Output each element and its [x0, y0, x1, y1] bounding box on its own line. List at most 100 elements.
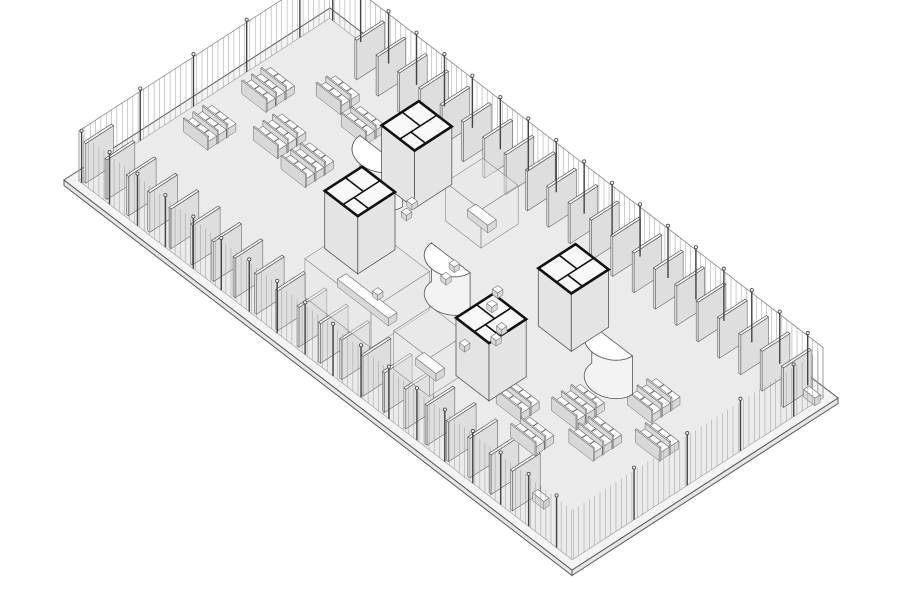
workstation-12-screen-top [519, 416, 547, 437]
office-back-wall-top [780, 347, 812, 369]
column-back-cap [470, 73, 475, 78]
workstation-7-screen-side-b [594, 402, 597, 418]
office-front-wall-top [509, 451, 541, 472]
workstation-9-screen-top [577, 422, 605, 443]
column-front-cap [303, 300, 308, 305]
column-front-cap [498, 450, 503, 455]
column-front-cap [247, 257, 252, 262]
core-north-outline [379, 99, 455, 153]
column-back-cap [777, 309, 782, 314]
workstation-1-screen-side-b [275, 91, 278, 107]
workstation-1-screen-side-b [265, 98, 268, 113]
column-front-cap [275, 278, 280, 283]
office-back-wall-top [524, 151, 556, 172]
workstation-5-screen-top [350, 106, 377, 127]
workstation-5-screen-top [340, 112, 368, 133]
core-south-divider-1 [473, 307, 512, 333]
lounge-seat-4-top [440, 271, 452, 280]
office-back-wall-top [716, 298, 748, 320]
column-left-cap [191, 52, 196, 57]
lounge-seat-3-top [448, 259, 461, 268]
core-north-divider-3 [410, 131, 427, 145]
workstation-1-screen-top [241, 79, 268, 100]
core-east-divider-2 [558, 254, 578, 270]
column-front-cap [135, 171, 140, 176]
lounge-seat-10-top [372, 287, 384, 296]
column-back-cap [526, 116, 531, 121]
workstation-7-screen-side-b [585, 408, 587, 424]
office-back-wall-top [439, 85, 471, 107]
workstation-3-screen-top [325, 75, 352, 96]
column-front-cap [554, 493, 559, 498]
workstation-7-screen-top [551, 396, 578, 417]
workstation-2-screen-side-b [216, 129, 219, 145]
lounge-seat-6-top [486, 299, 498, 308]
perimeter-offices [83, 20, 821, 512]
office-front-wall-top [125, 156, 157, 177]
workstation-9-screen-side-b [593, 447, 595, 462]
office-front-wall-top [168, 189, 200, 210]
workstation-2-screen-top [201, 104, 229, 126]
office-front-wall-top [445, 402, 477, 423]
workstation-8-screen-top [636, 384, 663, 405]
office-front-wall-top [317, 303, 349, 325]
column-front-cap [219, 235, 224, 240]
column-back-cap [554, 137, 559, 142]
workstation-3-screen-side-b [349, 94, 352, 109]
office-back-wall-top [759, 331, 791, 352]
workstation-10-screen-side-b [669, 440, 671, 456]
office-front-wall-top [83, 123, 114, 145]
core-south-outline [453, 292, 529, 345]
lounge-seat-1-top [406, 196, 418, 205]
workstation-12-screen-top [510, 422, 537, 444]
office-back-wall-top [354, 20, 386, 41]
core-west-outline [322, 165, 398, 218]
lounge-furniture [372, 196, 508, 353]
workstation-8-screen-side-b [661, 403, 663, 418]
workstation-1-screen-top [260, 67, 287, 88]
office-front-wall-side-a [318, 321, 321, 364]
column-front-cap [359, 343, 364, 348]
office-back-wall-top [418, 69, 450, 90]
lounge-seat-9-top [458, 338, 471, 347]
core-east-divider-3 [567, 274, 583, 287]
office-back-wall-side-a [674, 283, 678, 327]
office-front-wall-top [232, 238, 264, 259]
office-back-wall-side-a [567, 201, 571, 245]
core-east-outline [536, 242, 611, 296]
column-back-cap [498, 95, 503, 100]
lounge-seat-2-top [400, 207, 413, 216]
meeting-table-3-top [415, 352, 446, 374]
office-front-wall-side-a [446, 419, 449, 463]
workstation-4-screen-side-b [277, 144, 279, 160]
lounge-seat-8-top [490, 332, 502, 341]
workstation-7-screen-top [560, 390, 588, 411]
meeting-table-2-top [466, 203, 497, 226]
column-right-cap [632, 465, 637, 470]
office-back-wall-top [567, 184, 599, 205]
column-right-cap [738, 396, 743, 401]
office-back-wall-top [503, 134, 535, 156]
workstation-1-screen-top [250, 73, 278, 94]
office-front-wall-top [424, 385, 456, 407]
workstation-2-screen-side-b [207, 135, 209, 151]
workstation-4-screen-side-b [296, 132, 299, 148]
column-front-cap [331, 321, 336, 326]
workstation-6-screen-top [280, 154, 307, 175]
column-back-cap [386, 9, 391, 14]
workstation-10-screen-top [644, 422, 672, 443]
column-front-cap [470, 429, 475, 434]
workstation-10-screen-side-b [659, 447, 662, 462]
column-back-cap [805, 331, 810, 336]
core-north-divider-1 [399, 114, 438, 140]
office-back-wall-top [396, 53, 428, 74]
workstation-8-screen-side-b [670, 396, 673, 412]
column-back-cap [721, 266, 726, 271]
facade-head-left [78, 0, 283, 132]
core-east-divider-1 [556, 257, 595, 283]
workstation-4-screen-top [262, 119, 289, 140]
column-back-cap [693, 245, 698, 250]
column-back-cap [414, 30, 419, 35]
